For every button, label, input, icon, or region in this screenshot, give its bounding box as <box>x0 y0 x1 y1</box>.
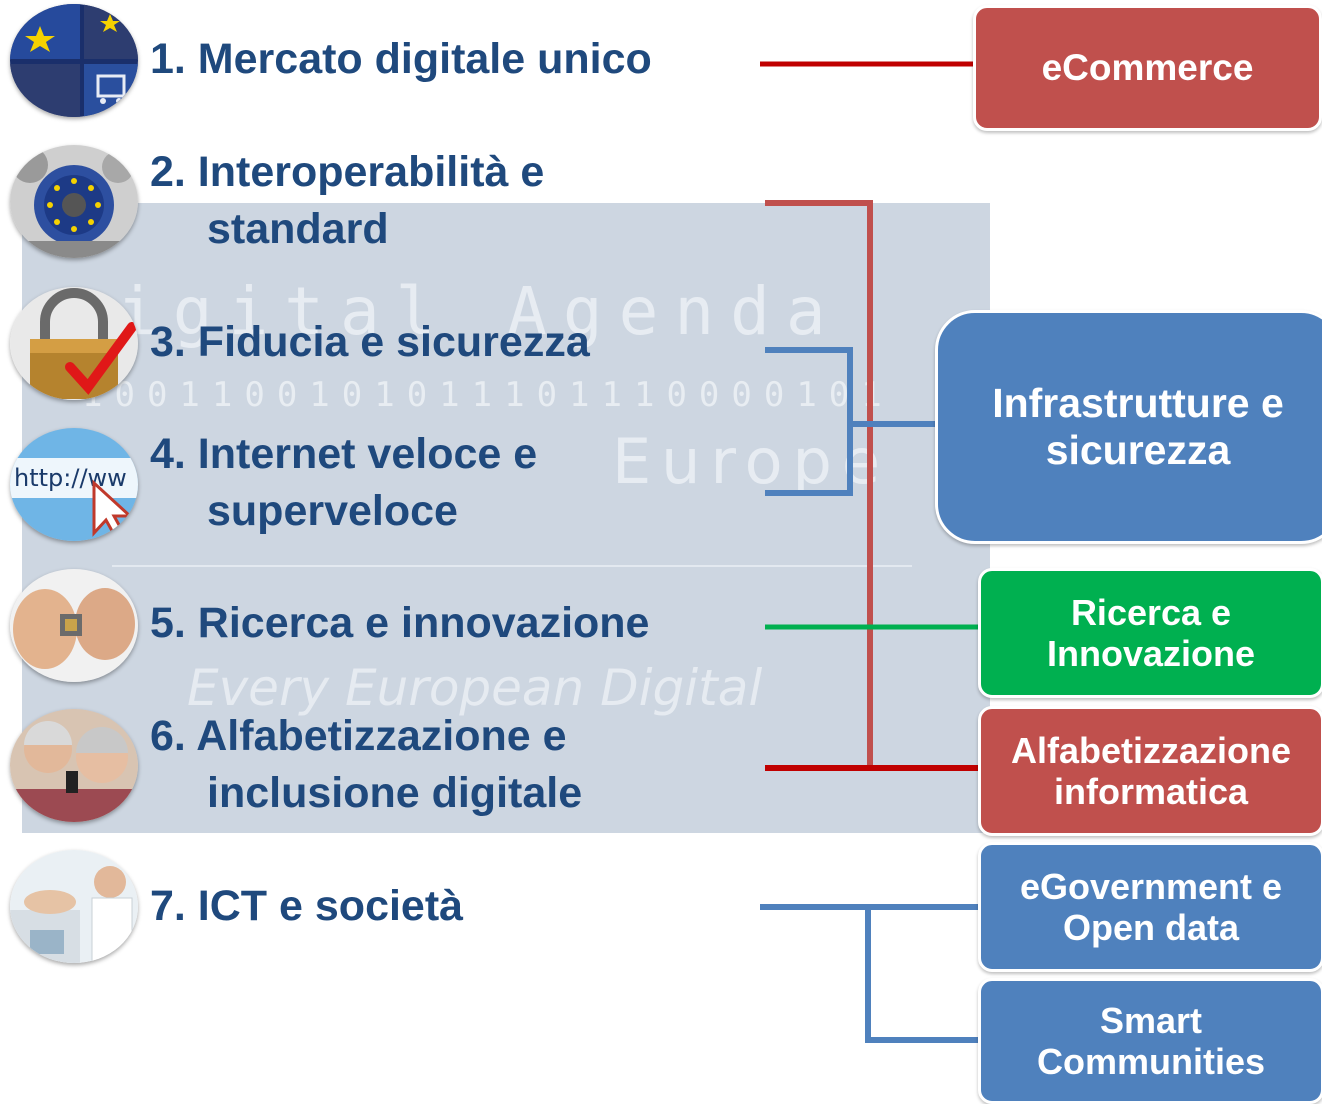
item-alfabetizzazione: 6. Alfabetizzazione e inclusione digital… <box>150 708 582 822</box>
item-label-line1: 4. Internet veloce e <box>150 430 538 478</box>
item-label-line1: 6. Alfabetizzazione e <box>150 712 567 760</box>
box-alfabetizzazione-informatica: Alfabetizzazione informatica <box>978 706 1322 836</box>
box-infrastrutture-sicurezza: Infrastrutture e sicurezza <box>935 310 1322 544</box>
padlock-check-icon <box>10 287 138 400</box>
box-ricerca-innovazione: Ricerca e Innovazione <box>978 568 1322 698</box>
banner-divider <box>112 565 912 567</box>
item-label-line2: standard <box>207 205 389 253</box>
doctor-patient-icon <box>10 850 138 963</box>
box-ecommerce: eCommerce <box>973 5 1322 131</box>
elderly-couple-phone-icon <box>10 709 138 822</box>
eu-gear-icon <box>10 145 138 258</box>
item-internet-veloce: 4. Internet veloce e superveloce <box>150 426 537 540</box>
item-label-line2: inclusione digitale <box>207 769 583 817</box>
banner-title-text: igital Agenda <box>117 273 842 350</box>
box-smart-communities: Smart Communities <box>978 978 1322 1104</box>
item-ict-societa: 7. ICT e società <box>150 878 463 935</box>
box-egovernment-open-data: eGovernment e Open data <box>978 842 1322 972</box>
item-label-line2: superveloce <box>207 487 458 535</box>
item-label-line1: 7. ICT e società <box>150 882 464 930</box>
banner-binary-text: 1001100101011101110000101 <box>82 375 894 415</box>
svg-text:http://ww: http://ww <box>14 464 127 492</box>
item-ricerca-innovazione: 5. Ricerca e innovazione <box>150 595 649 652</box>
microchip-fingers-icon <box>10 569 138 682</box>
eu-flag-keyboard-icon <box>10 4 138 117</box>
http-cursor-icon: http://ww <box>10 428 138 541</box>
banner-europe-text: Europe <box>612 425 891 498</box>
item-fiducia-sicurezza: 3. Fiducia e sicurezza <box>150 314 590 371</box>
item-interoperabilita: 2. Interoperabilità e standard <box>150 144 544 258</box>
item-label-line1: 3. Fiducia e sicurezza <box>150 318 590 366</box>
item-label-line1: 1. Mercato digitale unico <box>150 35 652 83</box>
banner-tagline: Every European Digital <box>187 659 763 717</box>
connector-ict <box>760 904 985 1043</box>
item-label-line1: 2. Interoperabilità e <box>150 148 545 196</box>
item-label-line1: 5. Ricerca e innovazione <box>150 599 650 647</box>
item-mercato-digitale: 1. Mercato digitale unico <box>150 31 652 88</box>
